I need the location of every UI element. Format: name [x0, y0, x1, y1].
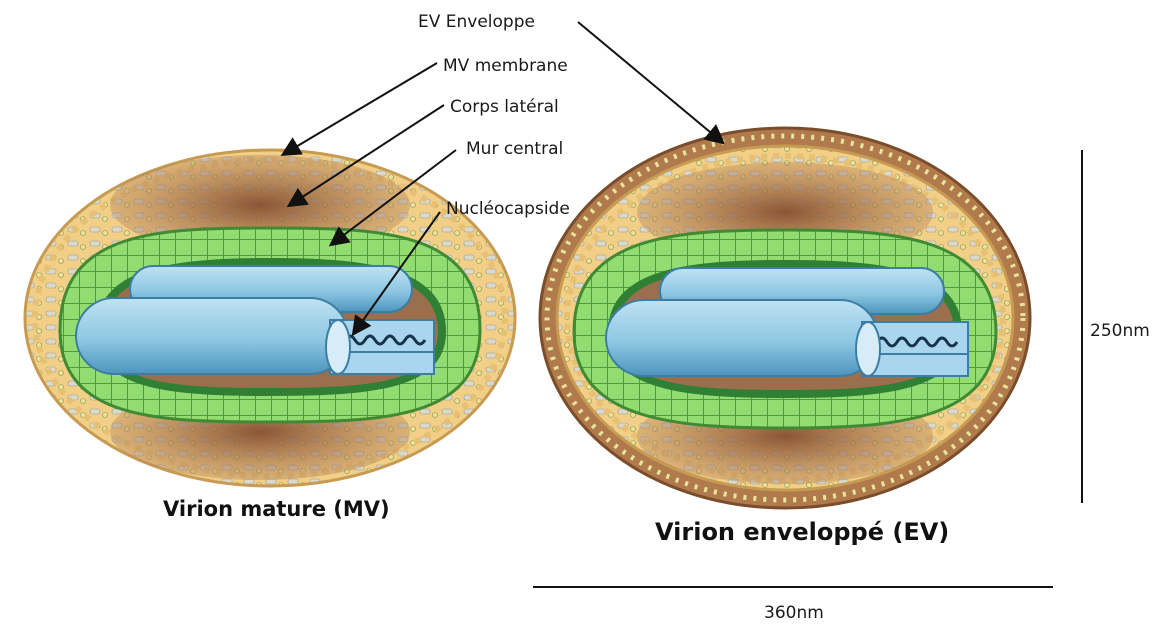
leader-ev-envelope	[578, 22, 722, 142]
height-dimension-label: 250nm	[1090, 321, 1150, 341]
width-dimension-label: 360nm	[764, 603, 824, 623]
caption-enveloped-virion: Virion enveloppé (EV)	[655, 518, 949, 546]
leader-mv-membrane	[284, 63, 437, 154]
ev-nucleocapsid	[606, 268, 968, 376]
label-core-wall: Mur central	[466, 139, 563, 159]
mature-virion	[25, 150, 515, 486]
enveloped-virion	[540, 128, 1030, 508]
label-mv-membrane: MV membrane	[443, 56, 568, 76]
label-lateral-body: Corps latéral	[450, 97, 559, 117]
caption-mature-virion: Virion mature (MV)	[163, 497, 390, 521]
label-ev-envelope: EV Enveloppe	[418, 12, 535, 32]
label-nucleocapsid: Nucléocapside	[446, 199, 570, 219]
